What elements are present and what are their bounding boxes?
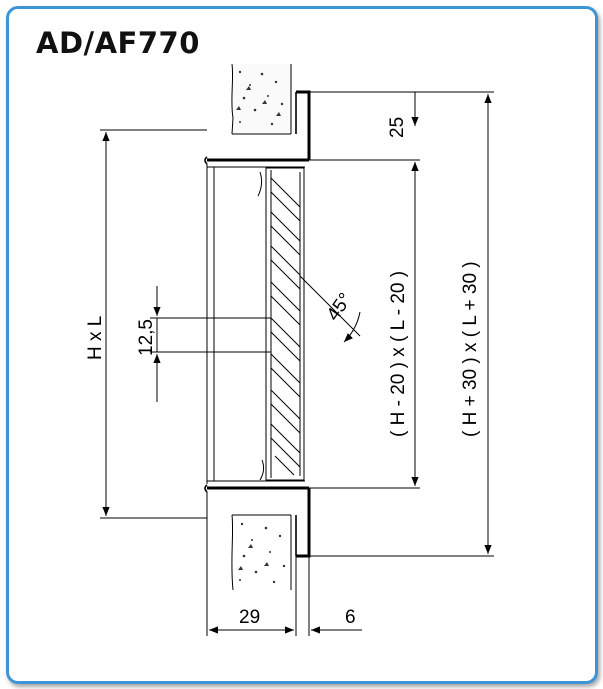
dim-slat-angle: 45°: [323, 289, 357, 325]
wall-section-bottom: [231, 514, 292, 591]
dim-flange: 6: [345, 607, 356, 628]
extension-lines: [100, 91, 494, 636]
grille-frame-profile: [204, 90, 311, 558]
dim-nominal-size: H x L: [85, 316, 106, 360]
dimension-lines: [102, 92, 492, 634]
dim-frame-offset: 25: [387, 117, 408, 138]
dim-inner-size: ( H - 20 ) x ( L - 20 ): [388, 271, 409, 437]
dim-slat-pitch: 12,5: [136, 319, 157, 356]
dim-outer-size: ( H + 30 ) x ( L + 30 ): [460, 261, 481, 437]
wall-section-top: [231, 63, 292, 135]
louvre-slats: [270, 177, 301, 476]
dim-depth: 29: [239, 607, 260, 628]
product-code-title: AD/AF770: [36, 26, 200, 60]
